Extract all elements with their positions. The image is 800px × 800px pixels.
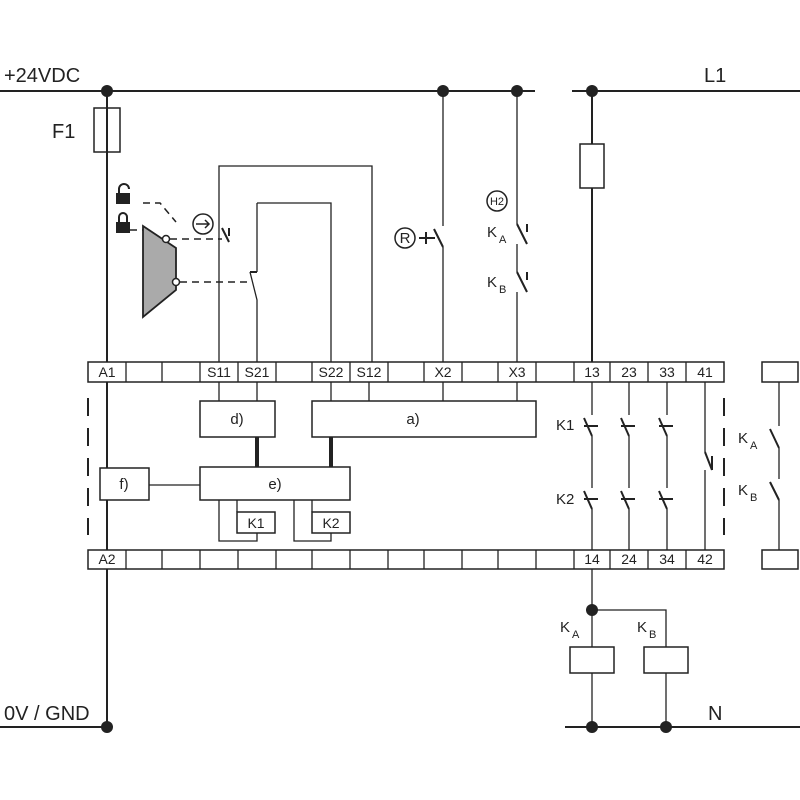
coil-ka-sub: A — [572, 629, 580, 641]
terminal-s22: S22 — [319, 364, 344, 380]
reset-button — [394, 91, 444, 362]
block-a-label: a) — [406, 411, 419, 428]
internal-wiring — [87, 382, 725, 550]
terminal-41: 41 — [697, 364, 713, 380]
gate-contact-wiring — [218, 165, 373, 362]
feedback-loop — [486, 91, 528, 362]
lock-open-icon — [116, 183, 130, 204]
terminal-s12: S12 — [357, 364, 382, 380]
fuse-f1 — [93, 91, 121, 362]
coil-ka-label: K — [560, 619, 570, 636]
output-contacts — [583, 382, 713, 550]
terminal-14: 14 — [584, 551, 600, 567]
terminal-24: 24 — [621, 551, 637, 567]
safety-gate-switch — [116, 183, 252, 319]
block-d-label: d) — [230, 411, 243, 428]
coil-kb-sub: B — [649, 629, 656, 641]
feedback-kb-sub: B — [499, 284, 506, 296]
terminal-a2: A2 — [98, 551, 115, 567]
reset-symbol-label: R — [400, 230, 411, 247]
terminal-42: 42 — [697, 551, 713, 567]
terminal-x2: X2 — [434, 364, 451, 380]
block-e — [199, 466, 351, 501]
terminal-a1: A1 — [98, 364, 115, 380]
terminal-s21: S21 — [245, 364, 270, 380]
terminal-33: 33 — [659, 364, 675, 380]
contact-k1-label: K1 — [556, 417, 574, 434]
terminal-x3: X3 — [508, 364, 525, 380]
line-label: L1 — [704, 65, 726, 87]
bottom-terminal-strip — [87, 549, 725, 570]
coil-k2-label: K2 — [322, 515, 339, 531]
right-contact-kb-sub: B — [750, 492, 757, 504]
block-f — [99, 467, 150, 501]
supply-ground-label: 0V / GND — [4, 703, 90, 725]
external-contacts-right — [761, 361, 799, 570]
contact-k2-label: K2 — [556, 491, 574, 508]
terminal-34: 34 — [659, 551, 675, 567]
right-contact-kb-label: K — [738, 482, 748, 499]
neutral-label: N — [708, 703, 722, 725]
block-f-label: f) — [119, 476, 128, 493]
rotation-arrow-icon — [192, 213, 214, 235]
coil-kb-label: K — [637, 619, 647, 636]
right-contact-ka-label: K — [738, 430, 748, 447]
block-e-label: e) — [268, 476, 281, 493]
terminal-s11: S11 — [207, 364, 231, 380]
line-fuse — [579, 91, 605, 362]
feedback-kb-label: K — [487, 274, 497, 291]
top-terminal-strip — [87, 361, 725, 383]
coil-k1-label: K1 — [247, 515, 264, 531]
coil-k2 — [311, 511, 351, 534]
lock-closed-icon — [116, 212, 130, 233]
h2-symbol-label: H2 — [490, 196, 504, 208]
terminal-13: 13 — [584, 364, 600, 380]
block-a — [311, 400, 537, 438]
block-d — [199, 400, 276, 438]
fuse-label: F1 — [52, 121, 75, 143]
feedback-ka-label: K — [487, 224, 497, 241]
coil-k1 — [236, 511, 276, 534]
supply-positive-label: +24VDC — [4, 65, 80, 87]
terminal-23: 23 — [621, 364, 637, 380]
right-contact-ka-sub: A — [750, 440, 758, 452]
feedback-ka-sub: A — [499, 234, 507, 246]
external-contactors — [569, 569, 689, 727]
